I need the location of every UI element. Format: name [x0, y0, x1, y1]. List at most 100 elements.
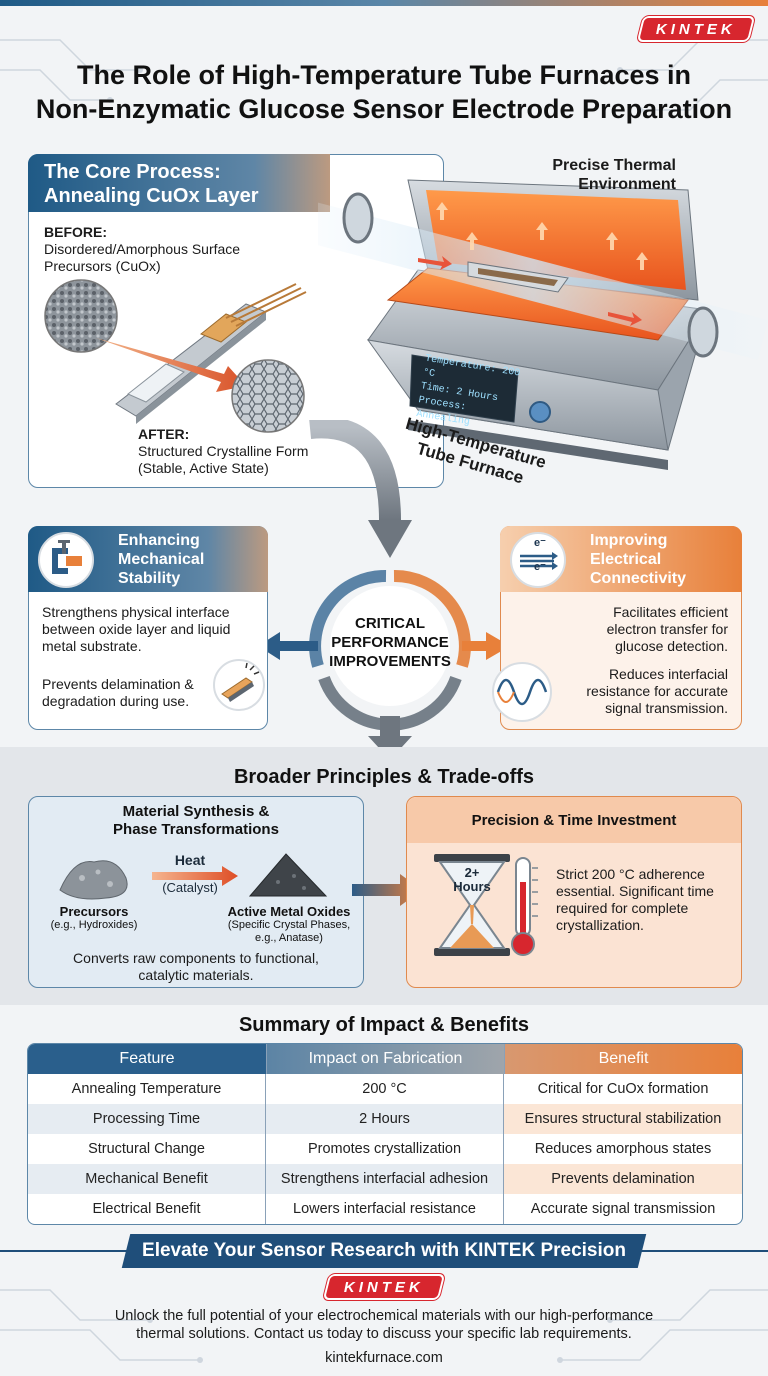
precision-line-4: crystallization. [556, 917, 644, 933]
mech-text-1-line-3: metal substrate. [42, 638, 142, 654]
mech-text-1-line-2: between oxide layer and liquid [42, 621, 231, 637]
electron-labels: e⁻ e⁻ [530, 536, 550, 574]
mechanical-title-1: Enhancing [118, 532, 200, 549]
oxide-sub-2: e.g., Anatase) [255, 932, 323, 944]
electron-flow-icon [510, 532, 566, 588]
after-line-1: Structured Crystalline Form [138, 443, 309, 459]
electrical-text-2: Reduces interfacial resistance for accur… [560, 666, 728, 717]
kintek-logo-top: KINTEK [639, 18, 753, 40]
synthesis-heading: Material Synthesis & Phase Transformatio… [28, 803, 364, 839]
oxide-sub-1: (Specific Crystal Phases, [227, 919, 351, 931]
table-row: Processing Time 2 Hours Ensures structur… [28, 1104, 742, 1134]
mechanical-title-2: Mechanical [118, 551, 205, 568]
critical-line-1: CRITICAL [355, 615, 425, 632]
before-line-1: Disordered/Amorphous Surface [44, 241, 241, 257]
environment-line-2: Environment [578, 176, 676, 193]
principles-title: Broader Principles & Trade-offs [233, 766, 535, 788]
before-text: BEFORE: Disordered/Amorphous Surface Pre… [44, 224, 304, 275]
annealing-illustration [44, 279, 307, 433]
precision-text: Strict 200 °C adherence essential. Signi… [556, 866, 736, 934]
electron-label-bottom: e⁻ [534, 561, 546, 573]
catalyst-label: (Catalyst) [162, 880, 218, 895]
synthesis-heading-2: Phase Transformations [113, 821, 279, 838]
synthesis-heading-1: Material Synthesis & [122, 803, 270, 820]
critical-line-2: PERFORMANCE [331, 634, 449, 651]
precursor-title: Precursors [59, 904, 129, 919]
summary-header-row: Feature Impact on Fabrication Benefit [28, 1044, 742, 1074]
electrical-title-3: Connectivity [590, 570, 687, 587]
bending-electrode-icon [213, 659, 265, 711]
table-cell: Ensures structural stabilization [504, 1104, 742, 1134]
electrical-title-2: Electrical [590, 551, 662, 568]
signal-wave-icon [492, 662, 552, 722]
elec-text-1-line-2: electron transfer for [606, 621, 728, 637]
electrical-title: Improving Electrical Connectivity [590, 531, 736, 588]
elec-text-1-line-3: glucose detection. [615, 638, 728, 654]
table-cell: Electrical Benefit [28, 1194, 266, 1224]
electron-label-top: e⁻ [534, 537, 546, 549]
page-title: The Role of High-Temperature Tube Furnac… [20, 58, 748, 126]
table-cell: Promotes crystallization [266, 1134, 504, 1164]
core-process-heading-1: The Core Process: [44, 161, 221, 183]
table-row: Annealing Temperature 200 °C Critical fo… [28, 1074, 742, 1104]
mechanical-text-2: Prevents delamination & degradation duri… [42, 676, 222, 710]
header-impact: Impact on Fabrication [266, 1044, 504, 1074]
table-cell: Prevents delamination [504, 1164, 742, 1194]
precision-line-3: required for complete [556, 900, 689, 916]
table-cell: Reduces amorphous states [534, 1141, 712, 1157]
header-feature: Feature [28, 1044, 266, 1074]
core-process-header: The Core Process: Annealing CuOx Layer [28, 154, 330, 212]
tube-furnace-illustration [318, 179, 768, 470]
mech-text-2-line-2: degradation during use. [42, 693, 190, 709]
clamp-icon [38, 532, 94, 588]
cta-body: Unlock the full potential of your electr… [20, 1307, 748, 1343]
mech-text-2-line-1: Prevents delamination & [42, 676, 194, 692]
summary-table-wrap: Feature Impact on Fabrication Benefit An… [27, 1043, 743, 1225]
critical-improvements-label: CRITICAL PERFORMANCE IMPROVEMENTS [314, 614, 466, 671]
critical-cycle-graphic [258, 420, 510, 760]
mech-text-1-line-1: Strengthens physical interface [42, 604, 230, 620]
table-cell: Strengthens interfacial adhesion [266, 1164, 504, 1194]
synthesis-illustration [59, 853, 328, 900]
synthesis-summary-1: Converts raw components to functional, [73, 950, 319, 966]
electrical-text-1: Facilitates efficient electron transfer … [560, 604, 728, 655]
cta-banner[interactable]: Elevate Your Sensor Research with KINTEK… [142, 1240, 626, 1261]
hourglass-label: 2+ Hours [444, 866, 500, 894]
after-text: AFTER: Structured Crystalline Form (Stab… [138, 426, 368, 477]
summary-table: Feature Impact on Fabrication Benefit An… [28, 1044, 742, 1224]
synthesis-summary: Converts raw components to functional, c… [28, 950, 364, 984]
precursors-label: Precursors (e.g., Hydroxides) [36, 904, 152, 931]
kintek-logo-bottom: KINTEK [325, 1276, 443, 1298]
critical-line-3: IMPROVEMENTS [329, 653, 451, 670]
precision-heading-band [407, 797, 741, 843]
precision-line-1: Strict 200 °C adherence [556, 866, 705, 882]
table-cell: Annealing Temperature [28, 1074, 266, 1104]
header-benefit: Benefit [504, 1044, 742, 1074]
precision-heading: Precision & Time Investment [471, 812, 677, 829]
precursor-sub: (e.g., Hydroxides) [50, 919, 138, 931]
hourglass-icon [434, 854, 538, 956]
top-accent-bar [0, 0, 768, 6]
mechanical-title: Enhancing Mechanical Stability [118, 531, 258, 588]
furnace-environment-label: Precise Thermal Environment [520, 156, 676, 194]
website-link[interactable]: kintekfurnace.com [325, 1350, 443, 1366]
table-cell: Accurate signal transmission [530, 1201, 716, 1217]
elec-text-1-line-1: Facilitates efficient [613, 604, 728, 620]
oxides-label: Active Metal Oxides (Specific Crystal Ph… [218, 904, 360, 945]
table-row: Structural Change Promotes crystallizati… [28, 1134, 742, 1164]
principles-arrow [352, 874, 422, 906]
after-line-2: (Stable, Active State) [138, 460, 269, 476]
cta-body-line-1: Unlock the full potential of your electr… [114, 1308, 654, 1324]
electrical-title-1: Improving [590, 532, 668, 549]
summary-title: Summary of Impact & Benefits [238, 1014, 530, 1036]
environment-line-1: Precise Thermal [552, 157, 676, 174]
before-label: BEFORE: [44, 224, 107, 240]
table-cell: Critical for CuOx formation [537, 1081, 709, 1097]
title-line-1: The Role of High-Temperature Tube Furnac… [76, 60, 692, 90]
mechanical-text-1: Strengthens physical interface between o… [42, 604, 262, 655]
table-cell: 200 °C [266, 1074, 504, 1104]
core-process-heading-2: Annealing CuOx Layer [44, 185, 259, 207]
after-label: AFTER: [138, 426, 190, 442]
logo-text-bottom: KINTEK [344, 1278, 424, 1296]
